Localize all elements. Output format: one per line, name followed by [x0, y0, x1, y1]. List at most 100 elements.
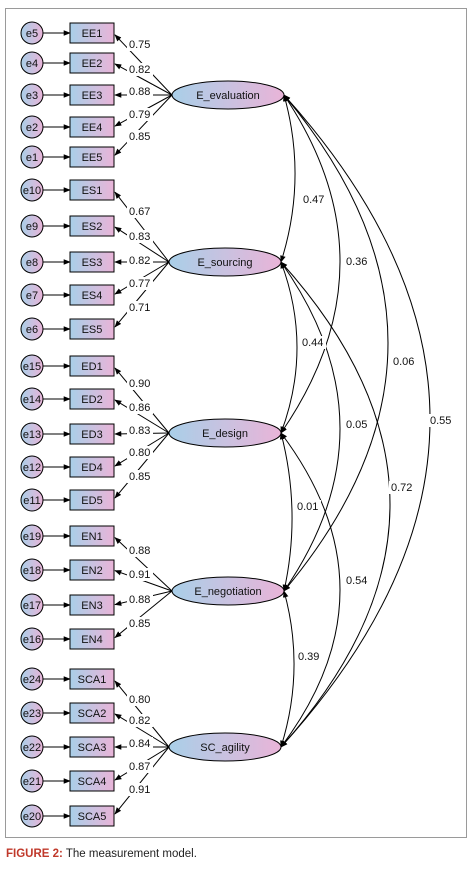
latent-factor-nego — [171, 576, 285, 606]
loading-value-SCA4: 0.87 — [129, 761, 150, 773]
loading-value-EE4: 0.79 — [129, 109, 150, 121]
loading-arrow-SCA2 — [114, 713, 170, 748]
indicator-label-ED4: ED4 — [81, 462, 102, 474]
loading-value-ES5: 0.71 — [129, 302, 150, 314]
error-label-e2: e2 — [26, 122, 38, 134]
indicator-box-ED4 — [69, 456, 115, 478]
indicator-box-SCA2 — [69, 702, 115, 724]
indicator-box-EN3 — [69, 594, 115, 616]
correlation-arc-sourc-design — [280, 261, 298, 434]
correlation-value-eval-sourc: 0.47 — [303, 194, 324, 206]
indicator-box-ES1 — [69, 179, 115, 201]
error-term-e19 — [20, 524, 44, 548]
loading-value-ED3: 0.83 — [129, 425, 150, 437]
indicator-label-ES5: ES5 — [82, 324, 103, 336]
indicator-box-ES5 — [69, 318, 115, 340]
error-term-e17 — [20, 593, 44, 617]
error-term-e4 — [20, 51, 44, 75]
indicator-box-ED1 — [69, 355, 115, 377]
loading-value-EN3: 0.88 — [129, 594, 150, 606]
loading-value-ES2: 0.83 — [129, 231, 150, 243]
error-term-e10 — [20, 178, 44, 202]
error-label-e22: e22 — [23, 742, 41, 754]
indicator-box-EE5 — [69, 146, 115, 168]
correlation-label-bg — [344, 255, 370, 268]
error-label-e6: e6 — [26, 324, 38, 336]
error-label-e14: e14 — [23, 394, 41, 406]
error-label-e20: e20 — [23, 811, 41, 823]
error-term-e24 — [20, 667, 44, 691]
loading-value-EE1: 0.75 — [129, 39, 150, 51]
indicator-label-ED2: ED2 — [81, 394, 102, 406]
loading-value-EE2: 0.82 — [129, 64, 150, 76]
indicator-box-EN1 — [69, 525, 115, 547]
loading-value-SCA5: 0.91 — [129, 784, 150, 796]
indicator-label-SCA5: SCA5 — [78, 811, 107, 823]
error-label-e23: e23 — [23, 708, 41, 720]
correlation-value-eval-design: 0.36 — [346, 256, 367, 268]
error-term-e8 — [20, 250, 44, 274]
loading-label-bg — [127, 783, 153, 796]
figure-caption: FIGURE 2: The measurement model. — [6, 848, 197, 860]
indicator-label-EN4: EN4 — [81, 634, 102, 646]
indicator-box-EN4 — [69, 628, 115, 650]
indicator-label-EE1: EE1 — [82, 28, 103, 40]
indicator-box-SCA3 — [69, 736, 115, 758]
correlation-value-sourc-design: 0.44 — [302, 337, 323, 349]
correlation-arc-design-nego — [279, 432, 293, 592]
indicator-label-ED1: ED1 — [81, 361, 102, 373]
indicator-box-ED2 — [69, 388, 115, 410]
indicator-box-EE4 — [69, 116, 115, 138]
loading-arrow-EN4 — [114, 590, 173, 639]
correlation-label-bg — [301, 193, 327, 206]
latent-factor-label-eval: E_evaluation — [196, 90, 260, 102]
error-term-e1 — [20, 145, 44, 169]
correlation-label-bg — [389, 481, 415, 494]
loading-label-bg — [127, 737, 153, 750]
loading-label-bg — [127, 470, 153, 483]
loading-arrow-ES2 — [114, 226, 170, 263]
loading-value-ED5: 0.85 — [129, 471, 150, 483]
error-label-e24: e24 — [23, 674, 41, 686]
loading-label-bg — [127, 377, 153, 390]
error-term-e5 — [20, 21, 44, 45]
error-label-e16: e16 — [23, 634, 41, 646]
error-term-e22 — [20, 735, 44, 759]
loading-label-bg — [127, 301, 153, 314]
indicator-label-EE3: EE3 — [82, 90, 103, 102]
indicator-label-ES2: ES2 — [82, 221, 103, 233]
loading-value-SCA1: 0.80 — [129, 694, 150, 706]
indicator-box-SCA5 — [69, 805, 115, 827]
latent-factor-design — [168, 418, 282, 448]
indicator-label-ED3: ED3 — [81, 429, 102, 441]
correlation-label-bg — [300, 336, 326, 349]
error-label-e5: e5 — [26, 28, 38, 40]
caption-label: FIGURE 2: — [6, 848, 63, 860]
correlation-label-bg — [428, 414, 454, 427]
latent-factor-label-nego: E_negotiation — [194, 586, 261, 598]
indicator-box-ES4 — [69, 284, 115, 306]
loading-value-EN2: 0.91 — [129, 569, 150, 581]
loading-arrow-EE2 — [114, 63, 173, 96]
loading-label-bg — [127, 693, 153, 706]
indicator-box-ED3 — [69, 423, 115, 445]
latent-factor-sourc — [168, 247, 282, 277]
indicator-box-EE3 — [69, 84, 115, 106]
indicator-box-EN2 — [69, 559, 115, 581]
error-term-e15 — [20, 354, 44, 378]
indicator-label-ES3: ES3 — [82, 257, 103, 269]
loading-label-bg — [127, 63, 153, 76]
loading-label-bg — [127, 760, 153, 773]
error-term-e21 — [20, 769, 44, 793]
error-label-e21: e21 — [23, 776, 41, 788]
indicator-label-EN1: EN1 — [81, 531, 102, 543]
diagram-labels: 0.470.360.060.550.440.050.720.010.540.39… — [127, 38, 454, 796]
indicator-label-SCA3: SCA3 — [78, 742, 107, 754]
error-term-e16 — [20, 627, 44, 651]
loading-label-bg — [127, 446, 153, 459]
loading-label-bg — [127, 593, 153, 606]
error-term-e18 — [20, 558, 44, 582]
latent-factor-eval — [171, 80, 285, 110]
error-label-e3: e3 — [26, 90, 38, 102]
correlation-value-sourc-nego: 0.05 — [346, 419, 367, 431]
